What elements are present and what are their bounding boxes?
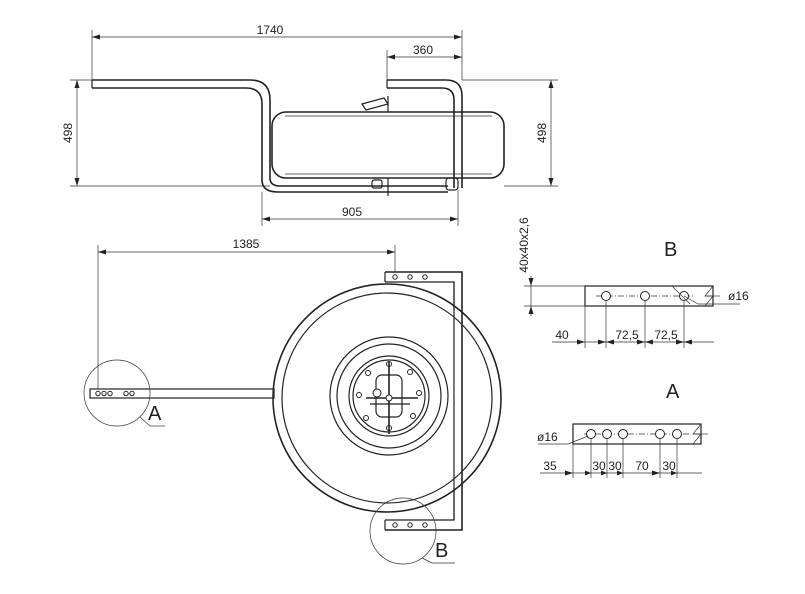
callout-b-circle (369, 497, 437, 565)
tow-bar-holes (95, 390, 135, 397)
detail-a-pitch-1: 30 (592, 459, 606, 473)
tow-bar (89, 388, 275, 399)
detail-a-pitch-2: 30 (608, 459, 622, 473)
dim-height-right: 498 (535, 123, 549, 143)
detail-b-title: B (664, 239, 677, 261)
side-tyre (271, 111, 505, 179)
detail-b-pitch-1: 72,5 (615, 328, 639, 342)
callout-a-label: A (148, 403, 162, 425)
detail-a-pitch-4: 30 (662, 459, 676, 473)
detail-a: A ø16 35 30 30 70 30 (537, 381, 708, 478)
detail-b-first: 40 (555, 328, 569, 342)
side-frame-right (387, 79, 463, 188)
detail-a-title: A (666, 381, 680, 403)
detail-b-pitch-2: 72,5 (654, 328, 678, 342)
detail-a-pitch-3: 70 (635, 459, 649, 473)
detail-b-profile: 40x40x2,6 (517, 217, 531, 273)
callout-b-label: B (435, 540, 448, 562)
top-frame-right (385, 271, 463, 531)
side-view: 1740 360 498 498 905 (61, 23, 558, 226)
detail-b: B ø16 40x40x2,6 40 72,5 72,5 (517, 217, 749, 348)
side-lever (361, 97, 389, 111)
reel-drum (329, 336, 449, 456)
detail-b-hole-dia: ø16 (728, 289, 749, 303)
detail-a-first: 35 (543, 459, 557, 473)
detail-a-hole-dia: ø16 (537, 430, 558, 444)
side-frame-left (92, 79, 448, 187)
top-view: 1385 A B (83, 237, 502, 565)
hub-bolts (356, 361, 422, 431)
callout-a-circle (83, 359, 151, 427)
dim-overall-length: 1740 (257, 23, 284, 37)
dim-hub-offset: 360 (413, 43, 433, 57)
dim-wheel-base: 905 (342, 205, 362, 219)
dim-height-left: 498 (61, 123, 75, 143)
dim-tow-length: 1385 (233, 237, 260, 251)
